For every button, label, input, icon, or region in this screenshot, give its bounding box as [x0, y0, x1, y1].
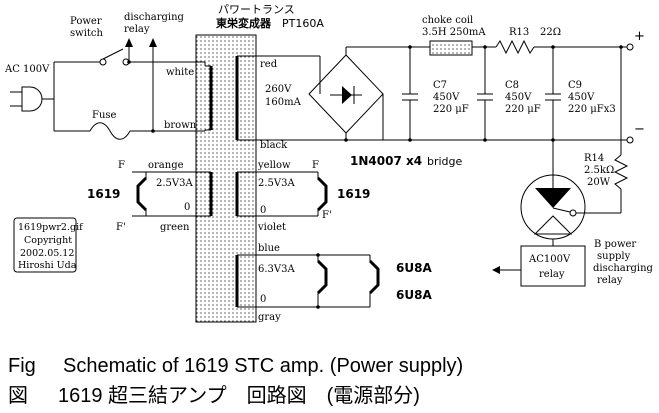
c7-cap-label: 220 μF — [433, 104, 469, 115]
b-discharging-label-3: discharging — [593, 263, 654, 274]
fil3-voltage-label: 6.3V3A — [258, 264, 295, 275]
info-filename: 1619pwr2.gif — [18, 222, 84, 233]
c8-label: C8 — [505, 80, 519, 91]
discharging-relay-label: discharging — [124, 12, 185, 23]
wire-gray-label: gray — [258, 312, 281, 323]
choke-label: choke coil — [422, 15, 473, 26]
wire-yellow-label: yellow — [257, 160, 291, 171]
info-date: 2002.05.12 — [20, 248, 74, 259]
capacitor-c8 — [477, 47, 493, 140]
r14-watt-label: 20W — [587, 177, 611, 188]
transformer-maker-label: 東栄変成器 — [216, 16, 272, 30]
bridge-part-label: 1N4007 x4 — [350, 154, 422, 168]
ac-plug-icon — [10, 86, 54, 112]
power-switch-label-2: switch — [70, 28, 104, 39]
tap-zero-3-label: 0 — [260, 294, 266, 305]
r14-label: R14 — [584, 153, 604, 164]
transformer-model-label: PT160A — [282, 17, 324, 30]
choke-coil — [429, 40, 473, 56]
wire-orange-label: orange — [148, 160, 184, 171]
ac-source-label: AC 100V — [4, 64, 50, 75]
c9-cap-label: 220 μFx3 — [568, 104, 616, 115]
b-discharging-label-4: relay — [597, 275, 623, 286]
plus-terminal-label: + — [634, 29, 645, 44]
info-author: Hiroshi Uda — [18, 260, 77, 271]
f-terminal-right-label: F — [312, 160, 319, 171]
wire-violet-label: violet — [257, 222, 286, 233]
r13-value-label: 22Ω — [540, 27, 561, 38]
c9-voltage-label: 450V — [568, 92, 595, 103]
capacitor-c7 — [402, 47, 418, 140]
fuse-icon — [89, 122, 131, 140]
wire-black-label: black — [260, 140, 288, 151]
hv-current-label: 160mA — [265, 97, 302, 108]
caption-zu-label: 図 — [8, 385, 28, 407]
tube-6u8a-label-1: 6U8A — [396, 261, 432, 275]
c9-label: C9 — [568, 80, 582, 91]
relay-coil-box — [520, 245, 586, 287]
wire-red-label: red — [260, 59, 278, 70]
fp-terminal-left-label: F' — [116, 222, 126, 233]
bridge-word-label: bridge — [427, 155, 463, 168]
tube-6u8a-label-2: 6U8A — [396, 288, 432, 302]
c8-voltage-label: 450V — [505, 92, 532, 103]
info-box — [13, 217, 77, 273]
info-copyright: Copyright — [24, 235, 72, 246]
discharging-relay-label-2: relay — [124, 24, 150, 35]
heater-1619-left — [136, 176, 148, 212]
transformer-kana-label: パワートランス — [218, 3, 295, 16]
discharging-relay-arrows-icon — [125, 38, 157, 131]
heater-6u8a-2 — [368, 259, 380, 295]
caption-title-ja: 1619 超三結アンプ 回路図 (電源部分) — [58, 384, 420, 407]
r14-resistor — [613, 154, 629, 190]
caption-fig-label: Fig — [8, 355, 36, 377]
relay-coil-label-2: relay — [539, 269, 565, 280]
relay-coil-label: AC100V — [528, 254, 571, 265]
heater-6u8a-1 — [316, 259, 328, 295]
tap-zero-2-label: 0 — [260, 205, 266, 216]
r13-resistor — [495, 39, 535, 55]
hv-voltage-label: 260V — [265, 84, 292, 95]
capacitor-c9 — [545, 47, 561, 140]
tube-1619-left-label: 1619 — [87, 187, 120, 201]
r13-label: R13 — [509, 27, 529, 38]
power-switch-label: Power — [70, 16, 102, 27]
transformer-core — [195, 34, 257, 323]
fuse-label: Fuse — [92, 110, 117, 121]
fil2-voltage-label: 2.5V3A — [258, 178, 295, 189]
tap-zero-1-label: 0 — [184, 202, 190, 213]
b-discharging-relay-icon — [520, 140, 586, 246]
b-discharging-label-1: B power — [594, 239, 636, 250]
caption-title-en: Schematic of 1619 STC amp. (Power supply… — [63, 355, 463, 377]
tube-1619-right-label: 1619 — [337, 187, 370, 201]
c8-cap-label: 220 μF — [505, 104, 541, 115]
r14-value-label: 2.5kΩ — [584, 165, 614, 176]
choke-spec-label: 3.5H 250mA — [422, 27, 486, 38]
minus-terminal-label: − — [634, 122, 645, 137]
fp-terminal-right-label: F' — [322, 210, 332, 221]
wire-green-label: green — [160, 222, 190, 233]
b-discharging-label-2: supply — [597, 251, 631, 262]
heater-1619-right — [316, 176, 328, 212]
f-terminal-left-label: F — [118, 160, 125, 171]
c7-label: C7 — [433, 80, 447, 91]
wire-blue-label: blue — [258, 243, 280, 254]
c7-voltage-label: 450V — [433, 92, 460, 103]
fil1-voltage-label: 2.5V3A — [156, 178, 193, 189]
wire-white-label: white — [166, 67, 194, 78]
power-switch-icon — [99, 48, 130, 66]
wire-brown-label: brown — [164, 120, 197, 131]
